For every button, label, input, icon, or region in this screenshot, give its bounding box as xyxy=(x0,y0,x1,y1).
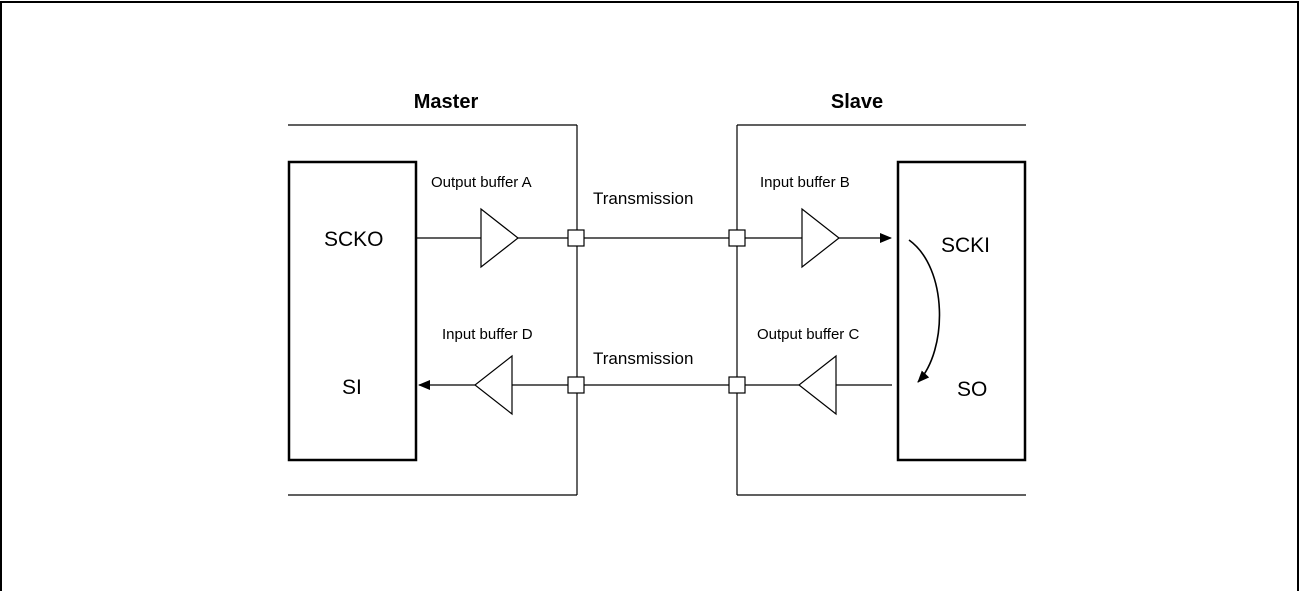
input-buffer-b-label: Input buffer B xyxy=(760,174,850,191)
slave-chip xyxy=(896,160,1027,462)
slave-data-pin xyxy=(728,376,746,394)
master-clock-pin xyxy=(567,229,585,247)
master-board xyxy=(288,124,578,496)
slave-clock-pin xyxy=(728,229,746,247)
master-chip xyxy=(287,160,418,462)
output-buffer-a xyxy=(480,207,519,269)
bottom-transmission-label: Transmission xyxy=(593,349,693,368)
output-buffer-c-label: Output buffer C xyxy=(757,326,859,343)
output-buffer-c xyxy=(798,354,837,416)
output-buffer-a-label: Output buffer A xyxy=(431,174,532,191)
slave-pin-out-label: SO xyxy=(957,378,987,401)
input-buffer-d-label: Input buffer D xyxy=(442,326,533,343)
master-data-pin xyxy=(567,376,585,394)
slave-pin-in-label: SCKI xyxy=(941,234,990,257)
slave-title: Slave xyxy=(831,91,883,113)
master-pin-out-label: SCKO xyxy=(324,228,384,251)
slave-board xyxy=(736,124,1026,496)
master-title: Master xyxy=(414,91,479,113)
input-buffer-b xyxy=(801,207,840,269)
master-pin-in-label: SI xyxy=(342,376,362,399)
input-buffer-d xyxy=(474,354,513,416)
top-transmission-label: Transmission xyxy=(593,189,693,208)
internal-clock-to-data-arrow xyxy=(908,239,941,383)
